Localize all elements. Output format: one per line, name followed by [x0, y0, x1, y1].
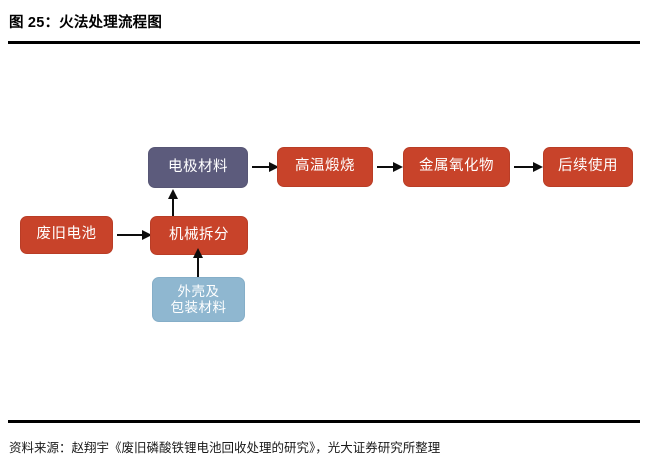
node-electrode-material[interactable]: 电极材料: [148, 147, 248, 188]
node-waste-battery[interactable]: 废旧电池: [20, 216, 113, 254]
arrow-calcination-to-metal-oxide: [377, 162, 403, 172]
source-divider-bottom: [8, 420, 640, 423]
node-high-temp-calcination[interactable]: 高温煅烧: [277, 147, 373, 187]
arrow-disassembly-to-electrode: [168, 189, 178, 216]
page-title: 图 25：火法处理流程图: [9, 15, 163, 31]
arrow-electrode-to-calcination: [252, 162, 279, 172]
node-metal-oxide[interactable]: 金属氧化物: [403, 147, 510, 187]
flowchart-canvas: 电极材料 高温煅烧 金属氧化物 后续使用 废旧电池 机械拆分 外壳及 包装材料: [0, 44, 648, 420]
source-note: 资料来源：赵翔宇《废旧磷酸铁锂电池回收处理的研究》，光大证券研究所整理: [9, 441, 441, 455]
node-shell-packaging-material[interactable]: 外壳及 包装材料: [152, 277, 245, 322]
arrow-waste-battery-to-disassembly: [117, 230, 152, 240]
arrow-shell-to-disassembly: [193, 248, 203, 277]
title-divider-top: [8, 41, 640, 44]
node-subsequent-use[interactable]: 后续使用: [543, 147, 633, 187]
arrow-metal-oxide-to-subsequent-use: [514, 162, 543, 172]
